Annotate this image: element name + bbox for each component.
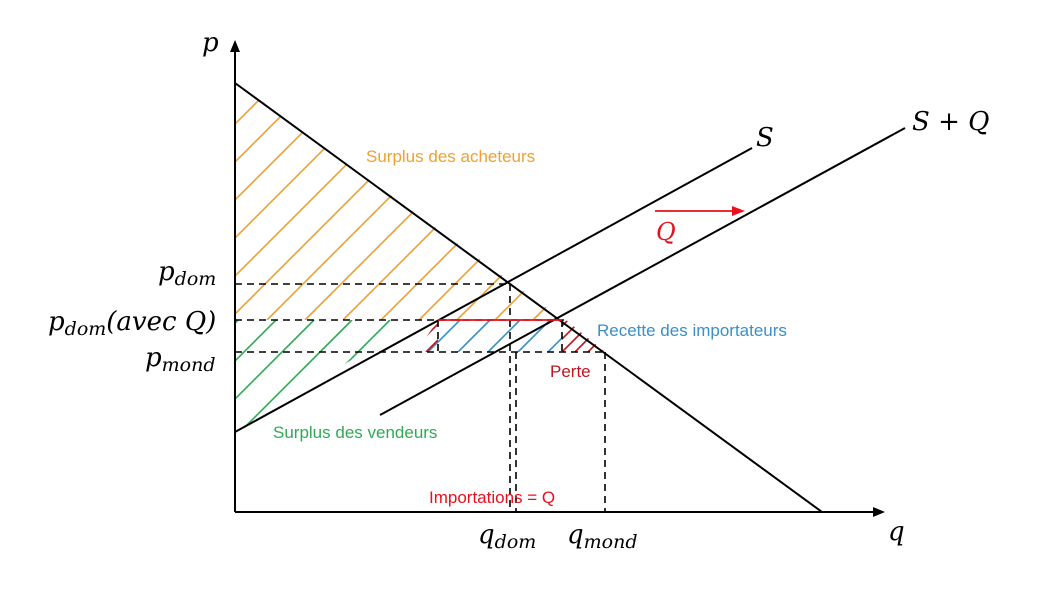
hatch-line	[378, 320, 410, 352]
hatch-line	[235, 320, 315, 432]
q-dom-label: qdom	[478, 520, 536, 553]
hatch-line	[425, 320, 438, 352]
supply-plus-q-label: S + Q	[912, 107, 989, 137]
hatch-line	[494, 83, 564, 320]
hatch-line	[235, 83, 353, 320]
hatch-line	[416, 320, 431, 352]
hatch-line	[430, 320, 542, 432]
hatch-line	[304, 83, 543, 320]
hatch-line	[532, 83, 564, 320]
hatch-line	[277, 320, 391, 432]
hatch-line	[547, 320, 564, 352]
hatch-line	[487, 320, 521, 352]
hatch-line	[456, 83, 564, 320]
hatch-line	[523, 320, 555, 352]
p-mond-label: pmond	[145, 343, 216, 376]
hatch-line	[427, 320, 461, 352]
hatch-line	[342, 83, 564, 320]
hatch-line	[368, 320, 400, 352]
hatch-line	[442, 320, 474, 352]
imports-label: Importations = Q	[429, 488, 555, 507]
hatch-line	[239, 320, 353, 432]
hatch-line	[457, 320, 491, 352]
hatch-line	[315, 320, 416, 432]
dashed-guides	[235, 283, 606, 512]
hatch-line	[235, 83, 277, 320]
importers-revenue-label: Recette des importateurs	[597, 321, 787, 340]
x-axis-label: q	[888, 517, 905, 547]
sellers-surplus-label: Surplus des vendeurs	[273, 423, 437, 442]
importers-revenue-hatch	[368, 320, 564, 352]
hatch-line	[235, 83, 315, 320]
y-axis-label: p	[202, 28, 219, 58]
x-axis-arrowhead	[873, 507, 885, 517]
loss-hatch-left	[378, 320, 474, 352]
q-shift-label: Q	[656, 218, 676, 246]
supply-label: S	[756, 123, 774, 153]
loss-label: Perte	[550, 362, 591, 381]
q-shift-arrowhead	[732, 206, 745, 216]
p-dom-avec-q-label: pdom(avec Q)	[48, 307, 216, 340]
hatch-line	[235, 320, 277, 432]
q-mond-label: qmond	[567, 520, 638, 553]
demand-curve	[234, 82, 823, 513]
y-axis-arrowhead	[230, 40, 240, 52]
buyers-surplus-label: Surplus des acheteurs	[366, 147, 535, 166]
p-dom-label: pdom	[158, 257, 216, 290]
supply-plus-q-curve	[379, 127, 906, 416]
supply-curve	[234, 147, 753, 433]
